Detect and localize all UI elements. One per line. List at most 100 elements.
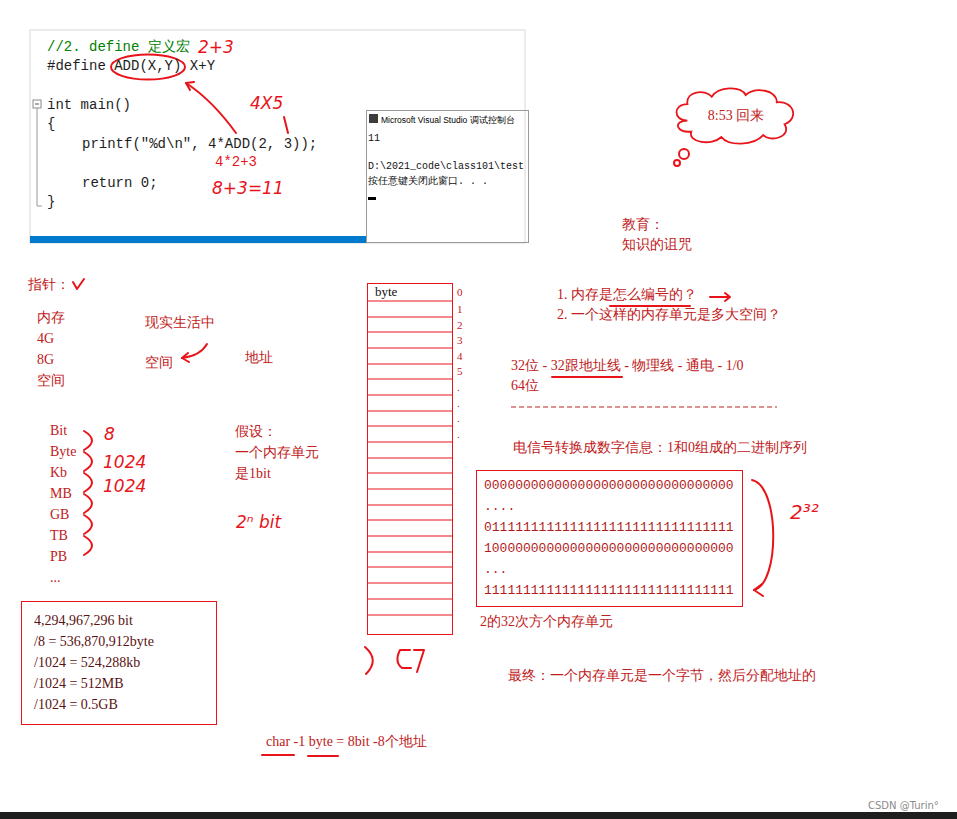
underline — [552, 376, 622, 378]
note-heading: 教育： — [622, 216, 664, 233]
status-bar — [30, 236, 366, 243]
code-line: int main() — [47, 97, 131, 113]
console-output: 按任意键关闭此窗口. . . — [368, 175, 488, 188]
address-index: . — [457, 411, 460, 425]
cell-line — [367, 582, 453, 583]
cell-line — [367, 347, 453, 348]
note-text: 空间 — [145, 354, 173, 371]
code-line: { — [47, 116, 55, 132]
handwritten-note: 4X5 — [250, 93, 283, 113]
note-text: 一个内存单元 — [235, 444, 319, 461]
note-text: char -1 byte = 8bit -8个地址 — [266, 733, 427, 750]
calc-line: /1024 = 512MB — [34, 673, 124, 694]
thought-bubble — [674, 160, 680, 166]
hand-arrow — [710, 293, 730, 301]
handwritten-note: 2ⁿ bit — [236, 512, 281, 532]
note-text: 电信号转换成数字信息：1和0组成的二进制序列 — [513, 439, 807, 456]
note-text: 8G — [37, 351, 54, 368]
unit-label: TB — [50, 527, 68, 544]
memory-column: byte — [367, 283, 453, 635]
thought-bubble — [679, 149, 689, 159]
unit-label: Kb — [50, 464, 67, 481]
unit-label: Byte — [50, 443, 76, 460]
handwritten-formula: 2³² — [790, 500, 819, 524]
console-icon — [369, 114, 378, 123]
bottom-bar — [0, 812, 957, 819]
console-output: 11 — [368, 132, 380, 145]
code-line: return 0; — [82, 175, 158, 191]
note-text: 内存 — [37, 309, 65, 326]
scribble — [365, 647, 373, 674]
note-text: 空间 — [37, 372, 65, 389]
arrow-head — [182, 353, 189, 362]
binary-sequence: .... — [484, 496, 515, 517]
question: 1. 内存是怎么编号的？ — [557, 286, 697, 303]
brace — [84, 515, 92, 534]
handwriting — [73, 55, 773, 757]
cell-line — [367, 363, 453, 364]
cell-line — [367, 316, 453, 317]
handwritten-factor: 1024 — [103, 452, 146, 472]
brace — [84, 473, 92, 492]
address-index: 5 — [457, 364, 463, 378]
handwritten-factor: 1024 — [103, 476, 146, 496]
brace — [84, 431, 92, 450]
unit-label: GB — [50, 506, 69, 523]
cell-line — [367, 566, 453, 567]
arrow-head — [754, 584, 763, 596]
handwritten-factor: 8 — [104, 424, 115, 444]
cell-line — [367, 331, 453, 332]
address-index: 1 — [457, 302, 463, 316]
fold-guide — [37, 108, 38, 206]
calc-line: /1024 = 524,288kb — [34, 652, 140, 673]
unit-label: ... — [50, 569, 61, 586]
fold-minus — [35, 104, 39, 105]
note-text: 现实生活中 — [145, 314, 215, 331]
window-title: Microsoft Visual Studio 调试控制台 — [381, 114, 515, 126]
underline — [610, 305, 690, 307]
cloud-shape — [677, 88, 794, 143]
brace — [84, 494, 92, 513]
note-heading: 假设： — [235, 423, 277, 440]
cell-line — [367, 535, 453, 536]
code-editor: //2. define 定义宏#define ADD(X,Y) X+Yint m… — [30, 30, 525, 243]
arrow-head — [186, 82, 194, 90]
calc-line: 4,294,967,296 bit — [34, 610, 133, 631]
cell-label: byte — [375, 284, 397, 299]
fold-guide — [37, 206, 42, 207]
note-text: 是1bit — [235, 465, 271, 482]
note-text: 2的32次方个内存单元 — [480, 613, 613, 630]
check-mark — [73, 279, 84, 289]
address-index: 0 — [457, 285, 463, 299]
console-cursor — [368, 197, 376, 200]
code-line: printf("%d\n", 4*ADD(2, 3)); — [82, 136, 317, 152]
cell-line — [367, 378, 453, 379]
cell-line — [367, 425, 453, 426]
question: 2. 一个这样的内存单元是多大空间？ — [557, 306, 781, 323]
scribble — [397, 650, 424, 672]
cell-line — [367, 394, 453, 395]
cell-line — [367, 551, 453, 552]
cell-line — [367, 488, 453, 489]
expansion-note: 4*2+3 — [215, 154, 257, 170]
cell-line — [367, 504, 453, 505]
unit-label: PB — [50, 548, 67, 565]
underline — [262, 754, 294, 756]
note-text: 知识的诅咒 — [622, 236, 692, 253]
binary-sequence: ... — [484, 559, 507, 580]
calc-box: 4,294,967,296 bit/8 = 536,870,912byte/10… — [21, 601, 217, 725]
address-index: 2 — [457, 318, 463, 332]
cloud-note: 8:53 回来 — [708, 107, 764, 125]
note-text: 64位 — [511, 377, 539, 394]
note-text: 地址 — [245, 349, 273, 366]
hand-arrow — [186, 83, 236, 133]
note-text: 32位 - 32跟地址线 - 物理线 - 通电 - 1/0 — [511, 357, 744, 374]
cell-line — [367, 410, 453, 411]
binary-sequence: 10000000000000000000000000000000 — [484, 538, 734, 559]
code-comment: //2. define 定义宏 — [47, 39, 190, 55]
unit-label: Bit — [50, 422, 67, 439]
code-line: } — [47, 194, 55, 210]
address-index: . — [457, 380, 460, 394]
binary-sequence: 00000000000000000000000000000000 — [484, 475, 734, 496]
